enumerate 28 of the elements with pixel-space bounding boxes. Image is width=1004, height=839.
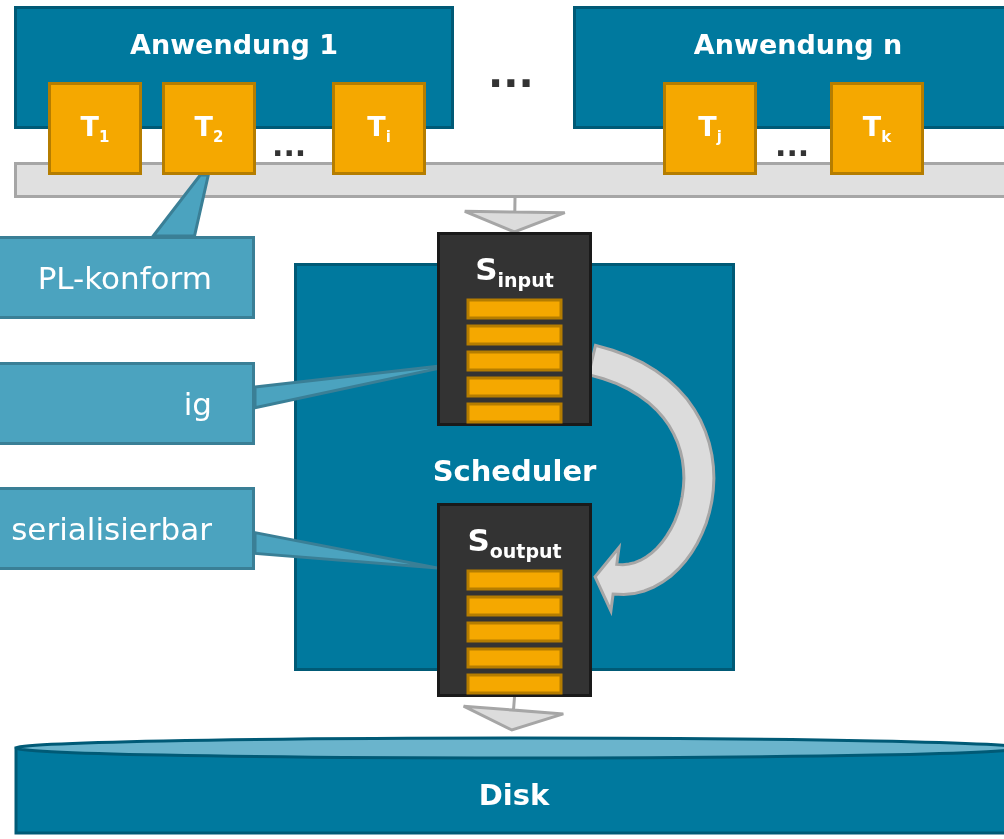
- transaction-label: T$_{1}$: [80, 110, 110, 147]
- transaction-box: [663, 82, 757, 175]
- ellipsis: ...: [272, 128, 307, 163]
- schedule-box: [437, 503, 592, 697]
- ellipsis: ...: [775, 128, 810, 163]
- schedule-label: S$_{input}$: [474, 251, 555, 292]
- box-title: Anwendung n: [692, 29, 904, 60]
- schedule-label: S$_{output}$: [466, 522, 563, 563]
- callout-pointer: [150, 173, 211, 238]
- block-arrow: [462, 695, 565, 732]
- transaction-box: [830, 82, 924, 175]
- transaction-box: [48, 82, 142, 175]
- transaction-box: [162, 82, 256, 175]
- transaction-label: T$_{k}$: [862, 110, 892, 147]
- callout-box: [0, 487, 255, 570]
- box-title: Scheduler: [431, 454, 598, 488]
- block-arrow: [463, 196, 567, 234]
- transaction-label: T$_{j}$: [698, 110, 722, 147]
- box-title: Anwendung 1: [129, 29, 339, 60]
- schedule-box: [437, 232, 592, 426]
- disk-label: Disk: [477, 778, 551, 812]
- callout-text: ig: [183, 385, 212, 422]
- transaction-label: T$_{i}$: [367, 110, 391, 147]
- ellipsis: ...: [488, 50, 534, 96]
- transaction-box: [332, 82, 426, 175]
- callout-text: serialisierbar: [11, 510, 212, 547]
- callout-text: PL-konform: [37, 259, 212, 296]
- transaction-label: T$_{2}$: [194, 110, 224, 147]
